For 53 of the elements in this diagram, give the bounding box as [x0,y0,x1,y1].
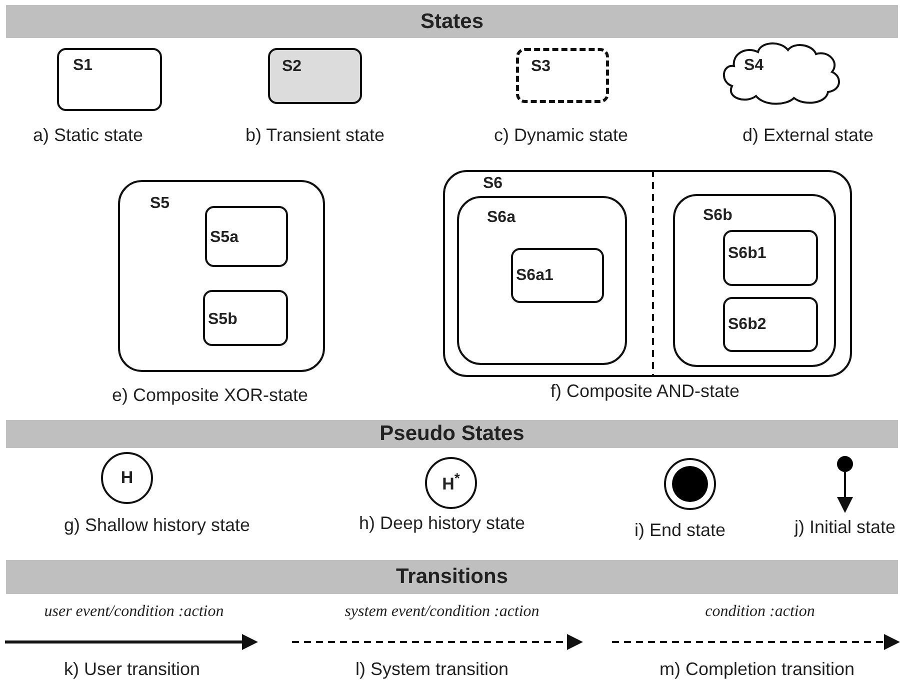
end-state-symbol [664,458,716,510]
node-label: f) Composite AND-state [550,382,740,402]
transition-label: user event/condition :action [44,603,224,621]
state-box [57,48,162,111]
state-name: S1 [73,58,93,74]
section-band [6,420,898,448]
section-heading: Pseudo States [380,422,524,446]
transient-state-box [268,48,362,104]
section-band [6,5,898,38]
transition-name: l) System transition [355,660,509,680]
node-label: j) Initial state [794,518,896,538]
composite-state-box [457,196,627,365]
state-box [511,248,604,303]
state-box [723,230,818,286]
transition-label: condition :action [705,603,815,621]
history-symbol: H [120,468,134,488]
initial-state-symbol [835,455,855,513]
composite-state-box [673,194,836,367]
state-name: S6a [487,210,516,226]
history-state-circle [101,452,153,504]
node-label: c) Dynamic state [494,126,628,146]
state-name: S6 [483,176,503,192]
state-box [205,206,288,267]
transition-label: system event/condition :action [344,603,540,621]
state-name: S5 [150,196,170,212]
node-label: b) Transient state [245,126,385,146]
state-box [203,290,288,346]
history-state-circle [425,457,477,509]
state-name: S5b [208,312,238,328]
state-name: S6b [703,208,732,224]
node-label: e) Composite XOR-state [112,386,308,406]
state-name: S2 [282,59,302,75]
composite-state-box [443,170,852,377]
section-band [6,560,898,594]
transition-name: m) Completion transition [659,660,855,680]
node-label: d) External state [742,126,874,146]
dynamic-state-box [516,48,609,103]
state-name: S6b2 [728,317,766,333]
section-heading: Transitions [396,565,508,589]
state-box [723,297,818,352]
node-label: a) Static state [32,126,144,146]
state-name: S5a [210,230,238,246]
node-label: g) Shallow history state [64,516,250,536]
state-name: S4 [744,58,764,74]
node-label: i) End state [634,521,726,541]
history-symbol: H$^{*}$ [442,471,460,495]
state-name: S3 [531,59,551,75]
transition-name: k) User transition [64,660,200,680]
section-heading: States [420,10,484,34]
node-label: h) Deep history state [358,514,526,534]
composite-state-box [118,180,325,372]
state-name: S6b1 [728,246,766,262]
state-name: S6a1 [516,268,554,284]
